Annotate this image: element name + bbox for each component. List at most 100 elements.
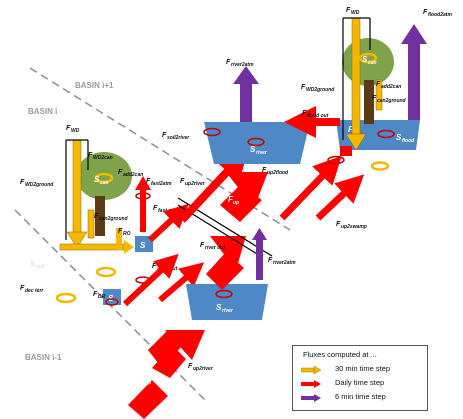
f-up2river-bottom: up2river [193, 366, 214, 372]
upper-red-arrows [179, 148, 365, 223]
wd-arrow-right-head [345, 133, 367, 151]
wd-arrow-left-head [66, 231, 88, 249]
f-can2ground-left-f: F [94, 213, 99, 220]
left-canopy [59, 139, 134, 254]
flood-cycle-icon [377, 129, 395, 139]
legend-arrow-red [301, 380, 321, 388]
up-arrow-mid-head [210, 236, 246, 270]
s-flood: flood [402, 138, 415, 144]
f-fast-out-f: F [153, 205, 158, 212]
f-up2swamp-f: F [336, 221, 341, 228]
f-river2atm-top-f: F [226, 59, 231, 66]
f-flood-out-f: F [302, 110, 307, 117]
wd-arrow-left [72, 139, 82, 239]
s-soil: soil [36, 264, 45, 270]
f-river2atm-mid: river2atm [273, 260, 296, 266]
dr-cycle-icon [105, 298, 119, 306]
f-add2can-right-f: F [376, 81, 381, 88]
f-ro: RO [123, 231, 131, 237]
f-river-out-f: F [200, 242, 205, 249]
river-top-cycle-icon [247, 137, 265, 147]
f-wd2can-left-f: F [88, 152, 93, 159]
ro-arrow-head [124, 240, 134, 254]
up2swamp-arrow [315, 174, 365, 221]
f-wd2ground-right: WD2ground [306, 87, 335, 93]
left-tree-crown [76, 152, 132, 200]
f-can2ground-right: can2ground [377, 98, 407, 104]
wd-arrow-right [351, 17, 361, 137]
soil-red-arrows [122, 176, 205, 307]
f-river2atm-top: river2atm [231, 62, 254, 68]
f-wd-left: WD [71, 128, 80, 134]
legend-item-30min: 30 min time step [301, 364, 426, 376]
s-river-bottom-s: S [216, 303, 222, 312]
up2river-big-arrow [148, 330, 182, 368]
f-river2atm-mid-f: F [268, 257, 273, 264]
f-can2ground-right-f: F [372, 95, 377, 102]
legend-label-30min: 30 min time step [335, 364, 391, 373]
up2river-bottom-head [165, 330, 205, 360]
flood2atm-arrow [408, 40, 420, 120]
f-add2can-right: add2can [381, 84, 401, 90]
river2atm-top-head [233, 66, 259, 84]
f-flood2atm: flood2atm [428, 12, 452, 18]
s-can-left-s: S [94, 175, 100, 184]
tf-block [340, 146, 352, 156]
f-ro-f: F [118, 228, 123, 235]
s-can-right-s: S [362, 55, 368, 64]
s-flood-s: S [396, 133, 402, 142]
f-wd-right: WD [351, 10, 360, 16]
f-wd2ground-left-f: F [20, 179, 25, 186]
fast-out-arrow [147, 203, 189, 243]
f-fast2atm-f: F [146, 178, 151, 185]
legend-arrow-yellow [301, 366, 321, 374]
basin-label-lower: BASIN i-1 [25, 353, 62, 362]
s-river-top: river [256, 150, 268, 156]
f-add2can-left: add2can [123, 172, 143, 178]
f-wd2can-left: WD2can [93, 155, 113, 161]
f-wd2ground-left: WD2ground [25, 182, 54, 188]
legend-label-6min: 6 min time step [335, 392, 386, 401]
f-up2river-mid-f: F [180, 178, 185, 185]
left-canopy-labels: F WD F WD2can F WD2ground F add2can F ca… [20, 125, 143, 222]
f-flood2atm-f: F [423, 9, 428, 16]
s-can-right: can [368, 60, 377, 66]
river2atm-mid-head [252, 228, 267, 240]
f-wd2ground-right-f: F [301, 84, 306, 91]
river-top-store [204, 122, 310, 164]
legend-item-daily: Daily time step [301, 378, 426, 390]
legend-arrow-purple [301, 394, 321, 402]
f-river-out: river out [205, 245, 225, 251]
can2ground-arrow-left [87, 209, 95, 239]
f-up2river-bottom-f: F [188, 363, 193, 370]
f-soil2river-f: F [162, 132, 167, 139]
can2ground-arrow-right [375, 79, 383, 111]
up-arrow-bottom [128, 330, 205, 419]
ro-arrow [59, 243, 125, 251]
s-river-top-s: S [250, 145, 256, 154]
f-wd-left-f: F [66, 125, 71, 132]
f-dr-f: F [93, 291, 98, 298]
s-can-left: can [100, 180, 109, 186]
f-flood-out: flood out [307, 113, 329, 119]
fast2atm-arrow-head [135, 176, 151, 190]
slow-out-arrow [122, 253, 179, 307]
soil2river-link [158, 262, 205, 303]
up2flood-arrow [279, 155, 342, 221]
f-dec-terr: dec terr [25, 288, 44, 294]
legend-label-daily: Daily time step [335, 378, 385, 387]
f-dr: DR [98, 294, 106, 300]
f-fast-out: fast out [158, 208, 176, 214]
f-tf-f: F [348, 125, 354, 134]
ro-cycle-icon [95, 266, 117, 278]
river-bottom-cycle-icon [215, 289, 233, 299]
f-fast2atm: fast2atm [151, 181, 172, 187]
f-add2can-left-f: F [118, 169, 123, 176]
f-up-bottom: up [145, 380, 151, 386]
legend-title: Fluxes computed at ... [303, 350, 377, 359]
basin-label-current: BASIN i [28, 107, 57, 116]
flood-tf-cycle-icon [327, 155, 345, 165]
basin-label-upper: BASIN i+1 [75, 81, 114, 90]
f-can2ground-left: can2ground [99, 216, 129, 222]
